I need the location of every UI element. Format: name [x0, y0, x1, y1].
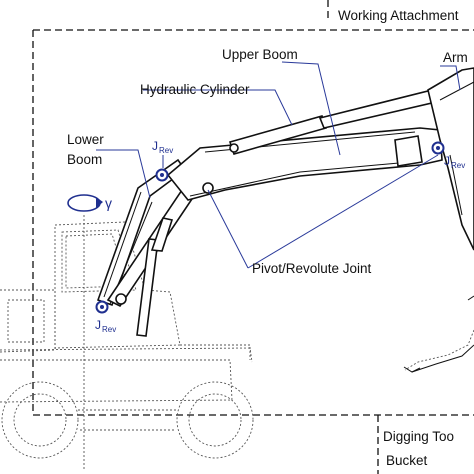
label-bucket: Bucket — [386, 453, 428, 468]
revolute-joint-top-left — [155, 168, 169, 182]
label-working-attachment: Working Attachment — [338, 8, 459, 23]
lower-boom-cylinder — [136, 217, 174, 337]
label-digging-tool: Digging Too — [383, 429, 454, 444]
bucket-outline — [403, 295, 474, 373]
label-pivot-revolute-joint: Pivot/Revolute Joint — [252, 261, 372, 276]
label-jrev-bottom: J Rev — [95, 318, 116, 334]
revolute-joint-bottom — [95, 300, 109, 314]
upper-boom — [166, 127, 443, 201]
jrev-bottom-symbol: J — [95, 318, 101, 332]
leader-pivot-a — [247, 154, 439, 269]
jrev-right-symbol: J — [444, 154, 450, 168]
jrev-bottom-subscript: Rev — [102, 325, 116, 334]
jrev-right-subscript: Rev — [451, 161, 465, 170]
rotation-arrow-icon — [67, 194, 103, 212]
label-lower-boom-line2: Boom — [67, 152, 102, 167]
leader-hydraulic-cylinder — [143, 89, 293, 126]
revolute-joint-right — [431, 141, 445, 155]
label-lower-boom-line1: Lower — [67, 132, 104, 147]
label-hydraulic-cylinder: Hydraulic Cylinder — [140, 82, 250, 97]
label-upper-boom: Upper Boom — [222, 47, 298, 62]
label-jrev-right: J Rev — [444, 154, 465, 170]
leader-arm — [440, 65, 461, 91]
working-attachment-frame — [32, 29, 474, 416]
jrev-top-symbol: J — [152, 139, 158, 153]
leader-lower-boom — [96, 149, 151, 199]
label-jrev-top: J Rev — [152, 139, 173, 155]
label-gamma: γ — [105, 195, 112, 211]
leader-pivot-b — [207, 189, 249, 269]
leader-upper-boom — [281, 61, 341, 156]
jrev-top-subscript: Rev — [159, 146, 173, 155]
label-arm: Arm — [443, 50, 468, 65]
